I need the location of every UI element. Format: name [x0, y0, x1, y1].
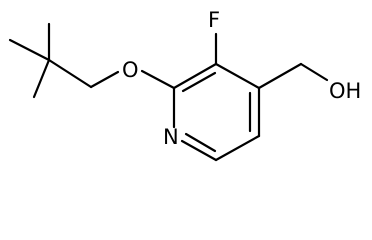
bond-quaternary-ch2 [47, 58, 93, 89]
bond-c5-c6 [214, 134, 261, 162]
bond-double-c2-c3 [181, 71, 217, 93]
oxygen-ether-label: O [122, 58, 139, 82]
atom-labels: F O N OH [122, 8, 361, 149]
bond-c2-c3 [172, 62, 218, 90]
bond-oxygen-ring [140, 69, 176, 90]
bond-methyl-3 [32, 58, 51, 99]
hydroxyl-label: OH [329, 79, 361, 103]
bond-ring-ch2 [257, 62, 303, 90]
bond-c3-c4 [214, 62, 261, 90]
fluorine-label: F [208, 8, 220, 32]
bond-methyl-1 [8, 38, 51, 62]
structure-diagram: F O N OH [8, 8, 361, 162]
bond-ch2-hydroxyl [299, 62, 329, 82]
molecule-drawing: F O N OH [8, 8, 361, 162]
bond-double-c6-n [184, 132, 217, 153]
nitrogen-label: N [163, 125, 179, 149]
bond-c6-n [180, 139, 218, 162]
bonds [8, 22, 329, 162]
bond-ch2-oxygen [89, 70, 120, 89]
